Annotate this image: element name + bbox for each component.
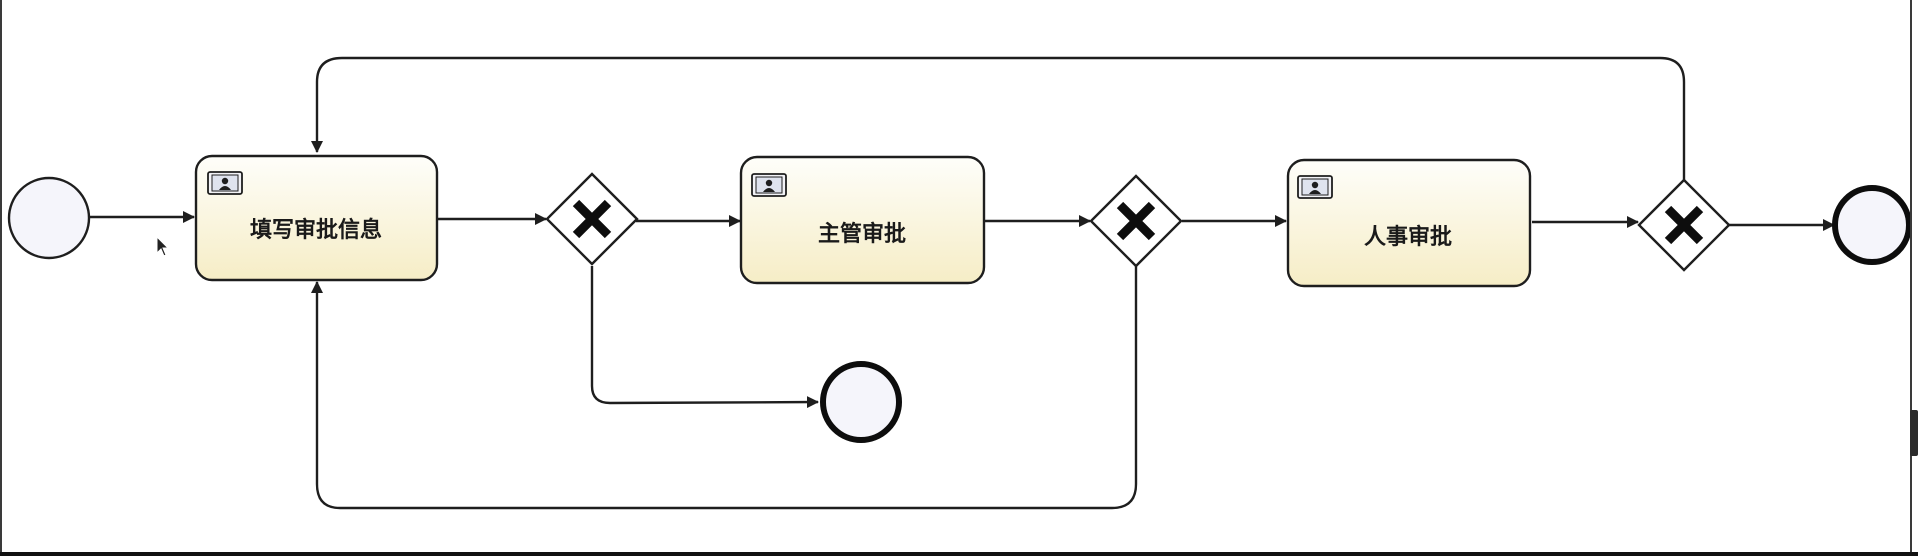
user-task-icon [1297,175,1333,199]
mouse-cursor-icon [156,236,170,257]
flow-gw3-to-fill[interactable] [311,56,1686,180]
end-event-main[interactable] [1832,185,1912,265]
frame-bottom-edge [0,552,1918,556]
scroll-handle[interactable] [1910,410,1918,456]
task-label: 填写审批信息 [250,217,382,243]
x-icon [1116,201,1156,241]
user-task-icon [751,173,787,197]
flow-gw1-to-end-reject[interactable] [590,266,819,409]
frame-right-edge [1910,0,1918,556]
exclusive-gateway-2[interactable] [1089,174,1183,268]
task-fill-approval-info[interactable]: 填写审批信息 [194,154,439,282]
end-event-reject[interactable] [820,361,902,443]
task-hr-approval[interactable]: 人事审批 [1286,158,1532,288]
task-label: 人事审批 [1364,224,1452,250]
x-icon [1664,205,1704,245]
frame-left-edge [0,0,2,556]
task-label: 主管审批 [818,221,906,247]
exclusive-gateway-1[interactable] [545,172,639,266]
x-icon [572,199,612,239]
start-event[interactable] [7,176,91,260]
task-manager-approval[interactable]: 主管审批 [739,155,986,285]
flow-gw2-to-fill[interactable] [311,266,1138,510]
user-task-icon [207,171,243,195]
sequence-flows [90,56,1835,510]
exclusive-gateway-3[interactable] [1637,178,1731,272]
